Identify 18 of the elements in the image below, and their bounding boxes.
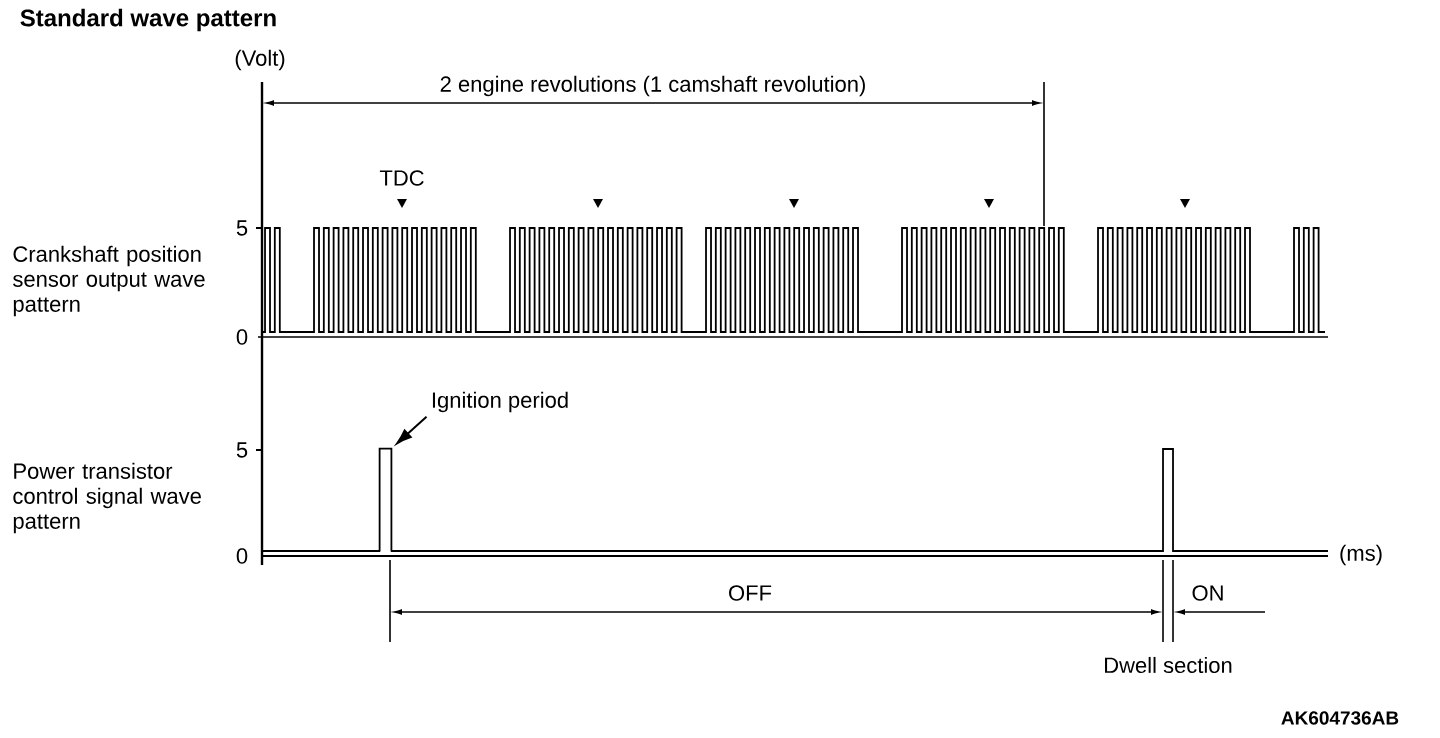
signal-label: Power transistor control signal wave pattern — [13, 462, 201, 534]
axis-label: (Volt) — [235, 49, 285, 71]
marker-label: TDC — [379, 170, 424, 186]
ignition-pulse — [378, 447, 393, 553]
tick-label: 0 — [236, 329, 248, 345]
leader-arrow — [396, 415, 428, 445]
axis-label: (ms) — [1340, 544, 1382, 566]
tick-label: 5 — [236, 442, 248, 458]
figure-code: AK604736AB — [1281, 711, 1399, 725]
title: Standard wave pattern — [20, 8, 276, 32]
tick-label: 0 — [236, 548, 248, 564]
callout-text: Ignition period — [432, 391, 568, 413]
signal-label: Crankshaft position sensor output wave pattern — [13, 245, 205, 317]
dimension-label: ON — [1192, 585, 1223, 601]
dimension-label: 2 engine revolutions (1 camshaft revolution) — [440, 75, 865, 97]
dimension-label: Dwell section — [1105, 656, 1232, 674]
tick-label: 5 — [236, 220, 248, 236]
dimension-label: OFF — [729, 585, 772, 601]
